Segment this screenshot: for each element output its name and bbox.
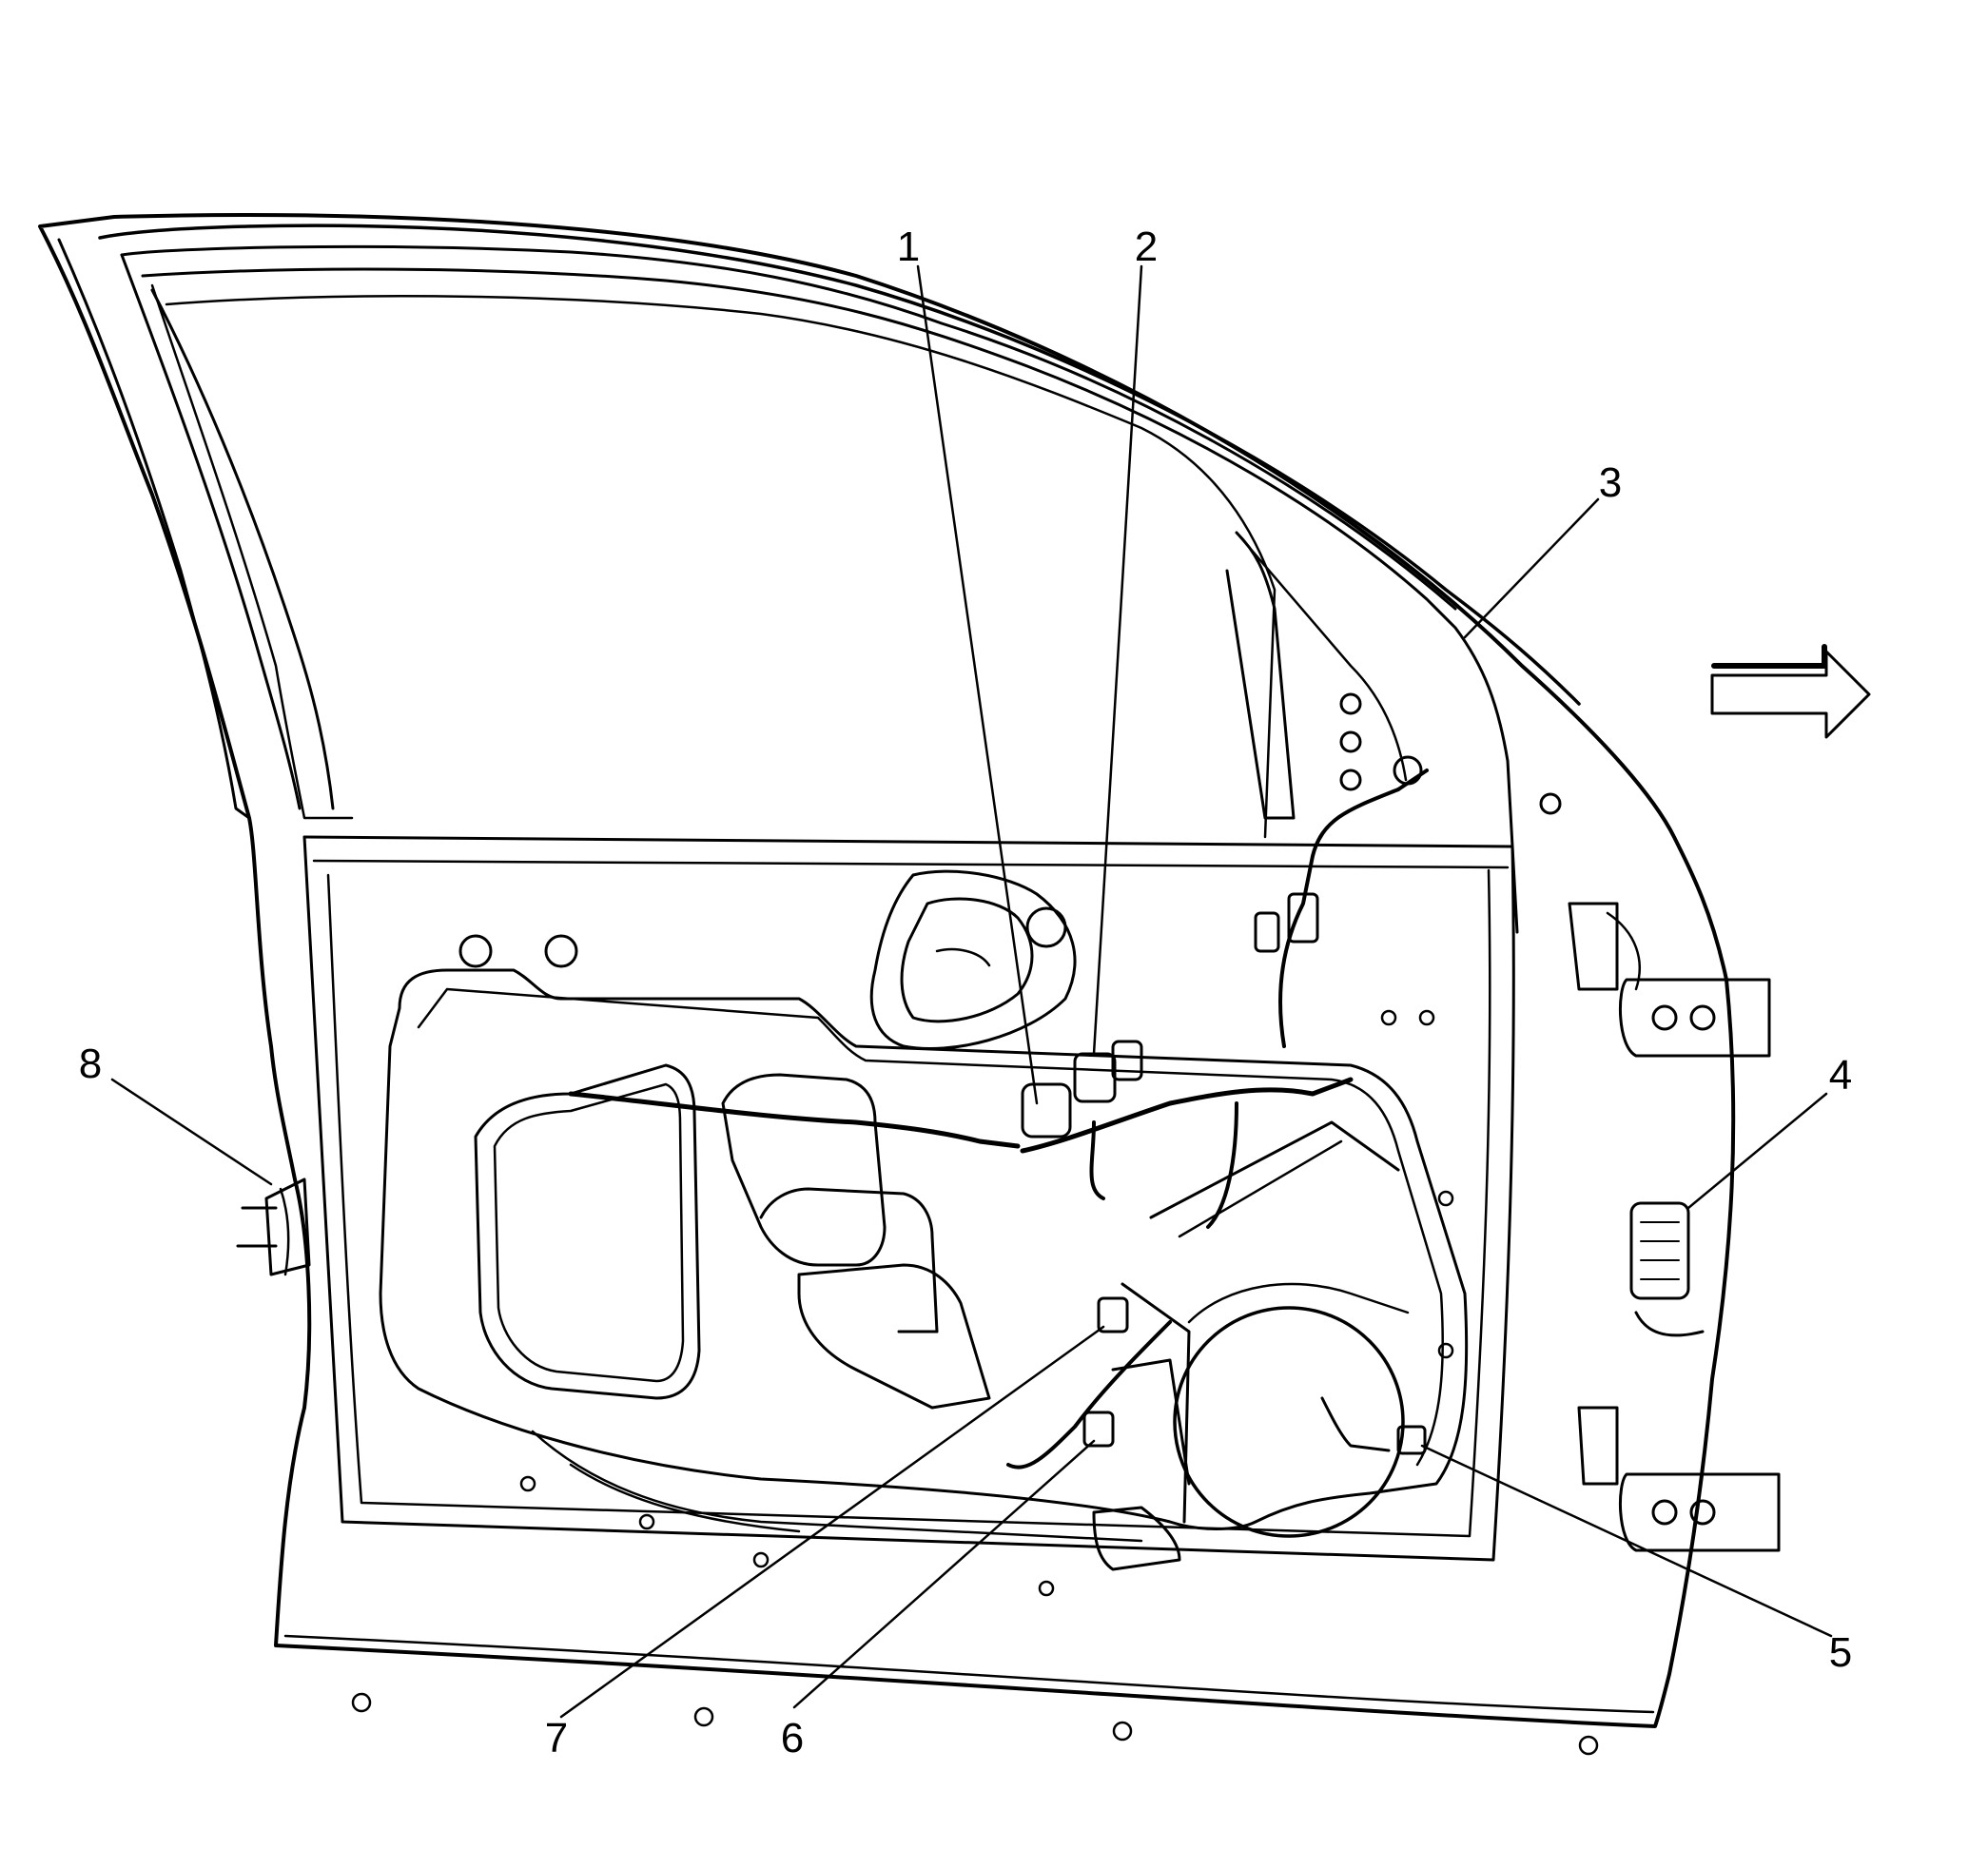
connector-mirror-a	[1287, 892, 1319, 944]
connectors	[1021, 892, 1690, 1455]
connector-7	[1097, 1296, 1129, 1333]
callout-5: 5	[1829, 1629, 1852, 1676]
upper-hinge	[1568, 902, 1771, 1058]
callout-labels: 1 2 3 4 5 6 7 8	[79, 224, 1852, 1761]
connector-mirror-b	[1254, 911, 1280, 953]
lower-hinge	[1577, 1406, 1781, 1552]
connector-5	[1396, 1425, 1427, 1455]
speaker-opening	[1173, 1306, 1405, 1538]
leader-lines	[110, 264, 1833, 1719]
connector-2	[1073, 1052, 1117, 1103]
door-check	[236, 1178, 311, 1276]
inner-panel	[302, 835, 1515, 1571]
window-frame	[98, 224, 1581, 934]
callout-4: 4	[1829, 1052, 1852, 1099]
callout-8: 8	[79, 1041, 102, 1087]
connector-4	[1629, 1201, 1690, 1300]
arrow-right-icon	[1710, 644, 1871, 739]
wiring-harness	[568, 769, 1705, 1469]
inside-handle	[869, 869, 1077, 1050]
connector-1	[1021, 1082, 1072, 1139]
connector-side	[1111, 1040, 1143, 1081]
door-outer-panel	[38, 213, 1736, 1728]
callout-2: 2	[1135, 224, 1158, 270]
connector-6	[1082, 1411, 1115, 1448]
callout-1: 1	[897, 224, 920, 270]
callout-6: 6	[781, 1715, 804, 1761]
fasteners	[351, 692, 1599, 1756]
callout-7: 7	[545, 1715, 568, 1761]
callout-3: 3	[1599, 459, 1622, 506]
